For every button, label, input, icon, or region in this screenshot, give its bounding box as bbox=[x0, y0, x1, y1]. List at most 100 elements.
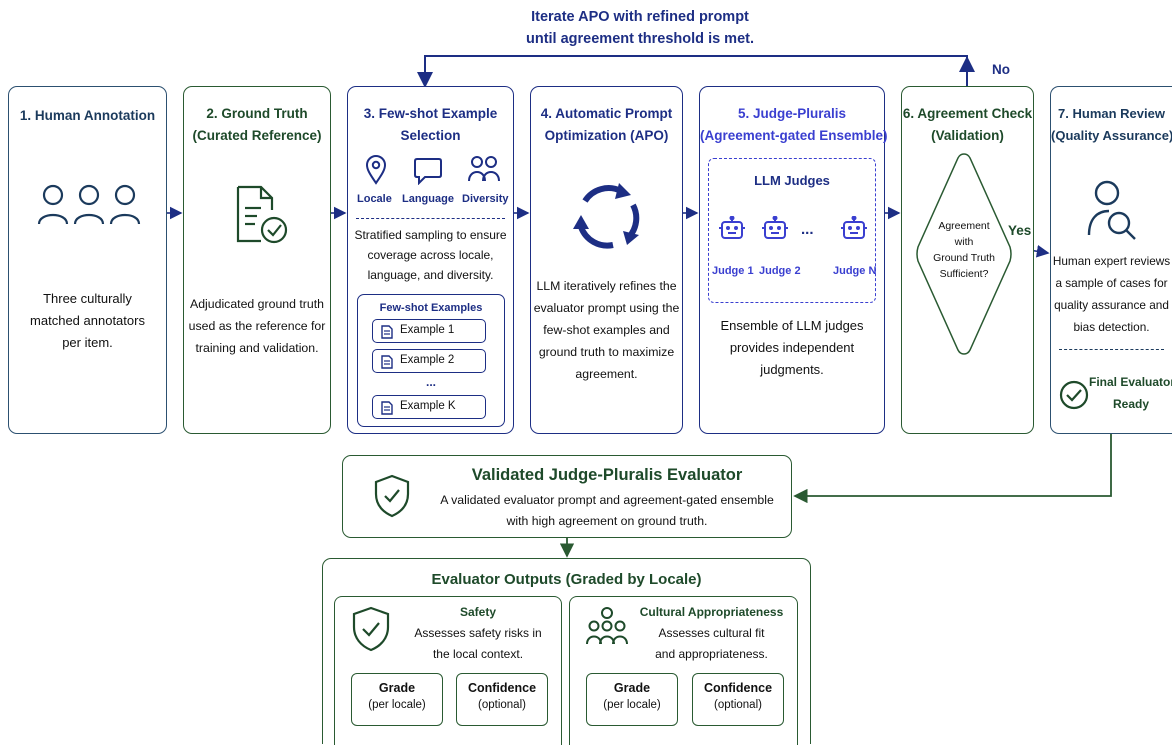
decision-line: with bbox=[954, 236, 974, 248]
step-4-desc-line: ground truth to maximize bbox=[538, 345, 675, 359]
step-2-desc-line: Adjudicated ground truth bbox=[190, 297, 324, 311]
step-2-desc-line: training and validation. bbox=[195, 341, 319, 355]
step-2-title-line: (Curated Reference) bbox=[192, 128, 322, 143]
validated-desc: A validated evaluator prompt and agreeme… bbox=[423, 490, 791, 532]
step-5-desc: Ensemble of LLM judges provides independ… bbox=[700, 315, 884, 381]
loop-label: Iterate APO with refined prompt until ag… bbox=[466, 6, 814, 50]
step-1-title: 1. Human Annotation bbox=[19, 108, 156, 123]
evaluator-outputs-box: Evaluator Outputs (Graded by Locale) Saf… bbox=[322, 558, 811, 745]
step-7-title-line: (Quality Assurance) bbox=[1051, 128, 1172, 143]
step-5-desc-line: provides independent bbox=[729, 340, 855, 355]
step-5-title-line: 5. Judge-Pluralis bbox=[737, 106, 847, 121]
person-search-icon bbox=[1087, 180, 1136, 240]
confidence-sub: (optional) bbox=[714, 699, 762, 711]
step-3-desc-line: Stratified sampling to ensure bbox=[354, 228, 507, 242]
outputs-title: Evaluator Outputs (Graded by Locale) bbox=[431, 571, 702, 588]
example-item: Example 2 bbox=[372, 349, 486, 373]
validated-desc-line: with high agreement on ground truth. bbox=[506, 514, 708, 528]
grade-sub: (per locale) bbox=[368, 699, 426, 711]
icon-label-locale: Locale bbox=[357, 193, 392, 205]
final-line: Final Evaluator bbox=[1089, 375, 1172, 389]
step-7-title-line: 7. Human Review bbox=[1058, 106, 1165, 121]
yes-label: Yes bbox=[1008, 223, 1032, 238]
step-1-human-annotation: 1. Human Annotation Three culturally mat… bbox=[8, 86, 167, 434]
step-4-title-line: Optimization (APO) bbox=[544, 128, 669, 143]
robot-icon bbox=[762, 216, 788, 239]
step-3-title-line: 3. Few-shot Example bbox=[363, 106, 498, 121]
safety-panel: Safety Assesses safety risks in the loca… bbox=[334, 596, 562, 745]
speech-bubble-icon bbox=[414, 158, 442, 185]
step-2-title: 2. Ground Truth (Curated Reference) bbox=[184, 103, 330, 147]
document-icon bbox=[381, 355, 393, 369]
examples-ellipsis: ... bbox=[425, 375, 436, 389]
step-7-desc-line: Human expert reviews bbox=[1052, 254, 1171, 268]
decision-line: Agreement bbox=[938, 220, 990, 232]
step-5-judge-pluralis: 5. Judge-Pluralis (Agreement-gated Ensem… bbox=[699, 86, 888, 434]
step-6-agreement-check: 6. Agreement Check (Validation) Agreemen… bbox=[901, 86, 1034, 434]
step-3-title-line: Selection bbox=[400, 128, 461, 143]
step-7-desc-line: a sample of cases for bbox=[1055, 276, 1168, 290]
decision-diamond bbox=[916, 153, 1012, 355]
location-pin-icon bbox=[365, 155, 387, 185]
safety-desc: Assesses safety risks in the local conte… bbox=[395, 623, 561, 665]
grade-title: Grade bbox=[613, 681, 651, 695]
safety-desc-line: Assesses safety risks in bbox=[414, 626, 542, 640]
decision-text: Agreement with Ground Truth Sufficient? bbox=[914, 218, 1014, 282]
step-2-ground-truth: 2. Ground Truth (Curated Reference) Adju… bbox=[183, 86, 331, 434]
loop-line-1: Iterate APO with refined prompt bbox=[531, 9, 749, 25]
judge-label: Judge N bbox=[833, 265, 877, 277]
step-6-title-line: (Validation) bbox=[931, 128, 1004, 143]
validated-title: Validated Judge-Pluralis Evaluator bbox=[471, 466, 743, 484]
step-3-few-shot-selection: 3. Few-shot Example Selection Locale Lan… bbox=[347, 86, 514, 434]
loop-arrow bbox=[417, 55, 968, 88]
step-1-desc: Three culturally matched annotators per … bbox=[9, 288, 166, 354]
final-evaluator-ready: Final Evaluator Ready bbox=[1089, 371, 1172, 415]
review-to-validated-arrow bbox=[793, 434, 1112, 504]
step-2-desc-line: used as the reference for bbox=[188, 319, 326, 333]
step-5-title-line: (Agreement-gated Ensemble) bbox=[700, 128, 888, 143]
document-icon bbox=[381, 401, 393, 415]
judge-label: Judge 2 bbox=[759, 265, 801, 277]
cultural-panel: Cultural Appropriateness Assesses cultur… bbox=[569, 596, 798, 745]
step-3-desc: Stratified sampling to ensure coverage a… bbox=[348, 225, 513, 285]
grade-box: Grade (per locale) bbox=[586, 673, 678, 726]
safety-desc-line: the local context. bbox=[432, 647, 524, 661]
validated-evaluator-box: Validated Judge-Pluralis Evaluator A val… bbox=[342, 455, 792, 538]
loop-line-2: until agreement threshold is met. bbox=[525, 31, 754, 47]
step-1-desc-line: Three culturally bbox=[43, 291, 132, 306]
final-line: Ready bbox=[1112, 397, 1150, 411]
divider bbox=[1059, 349, 1164, 350]
community-icon bbox=[586, 607, 628, 645]
confidence-title: Confidence bbox=[467, 681, 537, 695]
people-icon bbox=[37, 184, 141, 225]
step-4-desc-line: LLM iteratively refines the bbox=[536, 279, 677, 293]
grade-box: Grade (per locale) bbox=[351, 673, 443, 726]
example-label: Example 1 bbox=[400, 324, 455, 336]
example-label: Example K bbox=[400, 400, 456, 412]
llm-judges-panel: LLM Judges ... Judge 1 Judge 2 Judge N bbox=[708, 158, 876, 303]
step-7-title: 7. Human Review (Quality Assurance) bbox=[1051, 103, 1172, 147]
confidence-title: Confidence bbox=[703, 681, 773, 695]
step-1-desc-line: per item. bbox=[62, 335, 113, 350]
decision-line: Sufficient? bbox=[939, 268, 989, 280]
validated-desc-line: A validated evaluator prompt and agreeme… bbox=[440, 493, 774, 507]
step-4-desc-line: few-shot examples and bbox=[543, 323, 670, 337]
step-4-desc-line: evaluator prompt using the bbox=[533, 301, 680, 315]
step-4-desc: LLM iteratively refines the evaluator pr… bbox=[531, 275, 682, 385]
step-7-human-review: 7. Human Review (Quality Assurance) Huma… bbox=[1050, 86, 1172, 434]
step-2-desc: Adjudicated ground truth used as the ref… bbox=[184, 293, 330, 359]
step-7-desc: Human expert reviews a sample of cases f… bbox=[1051, 250, 1172, 338]
cultural-desc-line: and appropriateness. bbox=[655, 647, 768, 661]
example-item: Example 1 bbox=[372, 319, 486, 343]
cultural-desc: Assesses cultural fit and appropriatenes… bbox=[626, 623, 797, 665]
document-check-icon bbox=[236, 185, 288, 244]
grade-sub: (per locale) bbox=[603, 699, 661, 711]
robot-icon bbox=[841, 216, 867, 239]
step-4-desc-line: agreement. bbox=[575, 367, 638, 381]
group-icon bbox=[468, 156, 500, 182]
divider bbox=[356, 218, 505, 219]
step-3-title: 3. Few-shot Example Selection bbox=[348, 103, 513, 147]
no-label: No bbox=[992, 62, 1010, 77]
cultural-title: Cultural Appropriateness bbox=[639, 605, 784, 619]
